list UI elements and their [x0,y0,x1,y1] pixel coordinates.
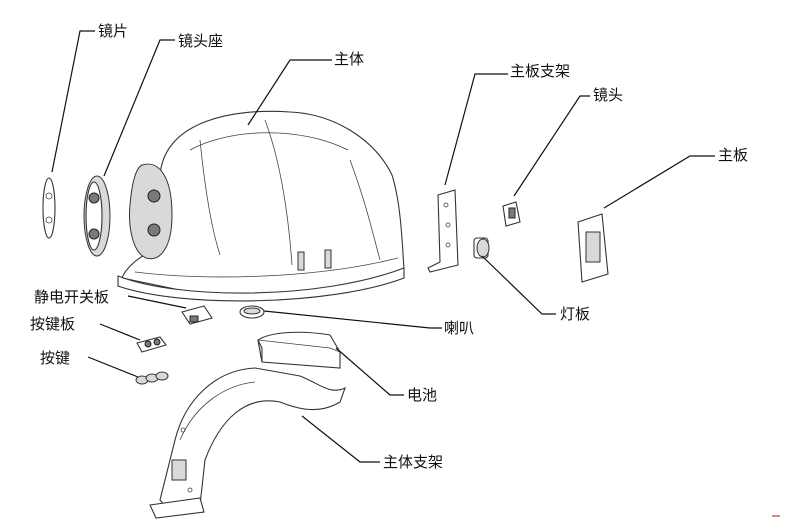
label-lens: 镜片 [98,22,129,40]
body-bracket-part [149,367,346,519]
label-camera: 镜头 [593,86,624,104]
label-button: 按键 [40,349,71,367]
label-light-board: 灯板 [560,305,591,323]
leader-battery [335,347,404,396]
leader-body-bracket [301,415,380,463]
label-battery: 电池 [407,386,438,404]
lens-part [42,177,56,239]
leader-mainboard [603,155,715,209]
button-part [135,371,169,385]
button-board-part [136,336,167,353]
board-bracket-part [427,189,459,273]
label-button-board: 按键板 [30,315,76,333]
lens-mount-part [83,175,111,257]
leader-lens [51,30,95,173]
helmet-body-part [117,110,405,302]
battery-part [257,331,341,369]
leader-main-body [247,59,332,126]
label-main-body: 主体 [334,50,365,68]
mainboard-part [577,213,609,283]
speaker-part [239,305,265,319]
leader-light-board [481,255,556,315]
esd-switch-board-part [181,305,213,325]
label-lens-mount: 镜头座 [178,32,224,50]
leader-camera [513,95,590,197]
label-esd-switch-board: 静电开关板 [34,288,110,306]
leader-button-board [99,323,141,341]
leader-button [87,356,139,378]
label-board-bracket: 主板支架 [510,62,571,80]
leader-esd-switch-board [127,295,187,309]
leader-board-bracket [444,73,508,186]
light-board-part [473,237,490,259]
camera-part [502,201,521,227]
label-mainboard: 主板 [718,146,749,164]
leader-speaker [263,310,442,329]
leader-lens-mount [103,39,175,177]
label-speaker: 喇叭 [444,319,475,337]
label-body-bracket: 主体支架 [383,453,444,471]
